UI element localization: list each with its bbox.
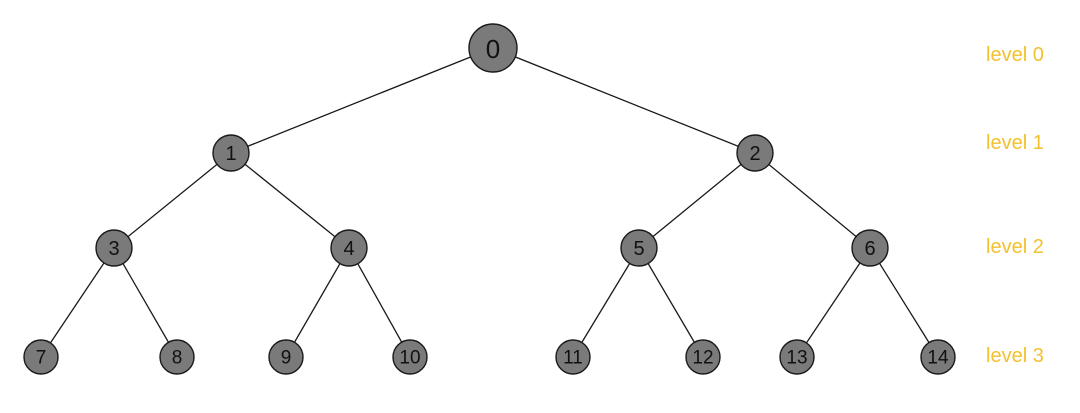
node-circle-6 xyxy=(851,229,889,267)
node-label-8: 8 xyxy=(172,348,183,369)
edge-4-9 xyxy=(285,247,350,358)
node-circle-8 xyxy=(159,339,195,375)
node-circle-0 xyxy=(468,23,518,73)
level-1-label: level 1 xyxy=(986,132,1044,154)
tree-node-10: 10 xyxy=(392,339,428,375)
node-label-4: 4 xyxy=(343,238,354,260)
node-label-5: 5 xyxy=(633,238,644,260)
node-label-0: 0 xyxy=(486,34,500,64)
node-circle-2 xyxy=(736,134,774,172)
level-3-label: level 3 xyxy=(986,345,1044,367)
tree-node-6: 6 xyxy=(851,229,889,267)
edge-1-4 xyxy=(230,152,350,249)
level-2-label: level 2 xyxy=(986,236,1044,258)
tree-node-11: 11 xyxy=(555,339,591,375)
edge-5-11 xyxy=(572,247,640,358)
edge-3-8 xyxy=(113,247,178,358)
edge-1-3 xyxy=(113,152,232,249)
edge-6-14 xyxy=(869,247,939,358)
edge-0-2 xyxy=(492,47,756,154)
tree-node-9: 9 xyxy=(268,339,304,375)
node-circle-11 xyxy=(555,339,591,375)
node-circle-14 xyxy=(920,339,956,375)
node-label-13: 13 xyxy=(786,348,807,369)
node-label-10: 10 xyxy=(399,348,420,369)
node-circle-3 xyxy=(95,229,133,267)
node-label-6: 6 xyxy=(864,238,875,260)
node-label-1: 1 xyxy=(225,143,236,165)
edge-0-1 xyxy=(230,47,494,154)
tree-node-7: 7 xyxy=(23,339,59,375)
level-labels: level 0 level 1 level 2 level 3 xyxy=(986,44,1044,367)
node-circle-12 xyxy=(685,339,721,375)
node-circle-7 xyxy=(23,339,59,375)
tree-node-12: 12 xyxy=(685,339,721,375)
edge-4-10 xyxy=(348,247,411,358)
tree-edges xyxy=(40,47,939,358)
node-circle-5 xyxy=(620,229,658,267)
edge-2-6 xyxy=(754,152,871,249)
node-label-9: 9 xyxy=(281,348,292,369)
node-label-7: 7 xyxy=(36,348,47,369)
tree-node-4: 4 xyxy=(330,229,368,267)
node-circle-1 xyxy=(212,134,250,172)
tree-node-0: 0 xyxy=(468,23,518,73)
edge-6-13 xyxy=(796,247,871,358)
edge-2-5 xyxy=(638,152,756,249)
edge-3-7 xyxy=(40,247,115,358)
level-0-label: level 0 xyxy=(986,44,1044,66)
node-circle-13 xyxy=(779,339,815,375)
node-circle-9 xyxy=(268,339,304,375)
tree-node-2: 2 xyxy=(736,134,774,172)
node-label-2: 2 xyxy=(749,143,760,165)
tree-node-5: 5 xyxy=(620,229,658,267)
node-label-14: 14 xyxy=(927,348,949,369)
node-label-3: 3 xyxy=(108,238,119,260)
node-label-11: 11 xyxy=(563,348,583,369)
node-circle-4 xyxy=(330,229,368,267)
tree-node-3: 3 xyxy=(95,229,133,267)
node-label-12: 12 xyxy=(692,348,713,369)
edge-5-12 xyxy=(638,247,704,358)
tree-node-14: 14 xyxy=(920,339,956,375)
node-circle-10 xyxy=(392,339,428,375)
tree-node-1: 1 xyxy=(212,134,250,172)
tree-node-8: 8 xyxy=(159,339,195,375)
tree-node-13: 13 xyxy=(779,339,815,375)
